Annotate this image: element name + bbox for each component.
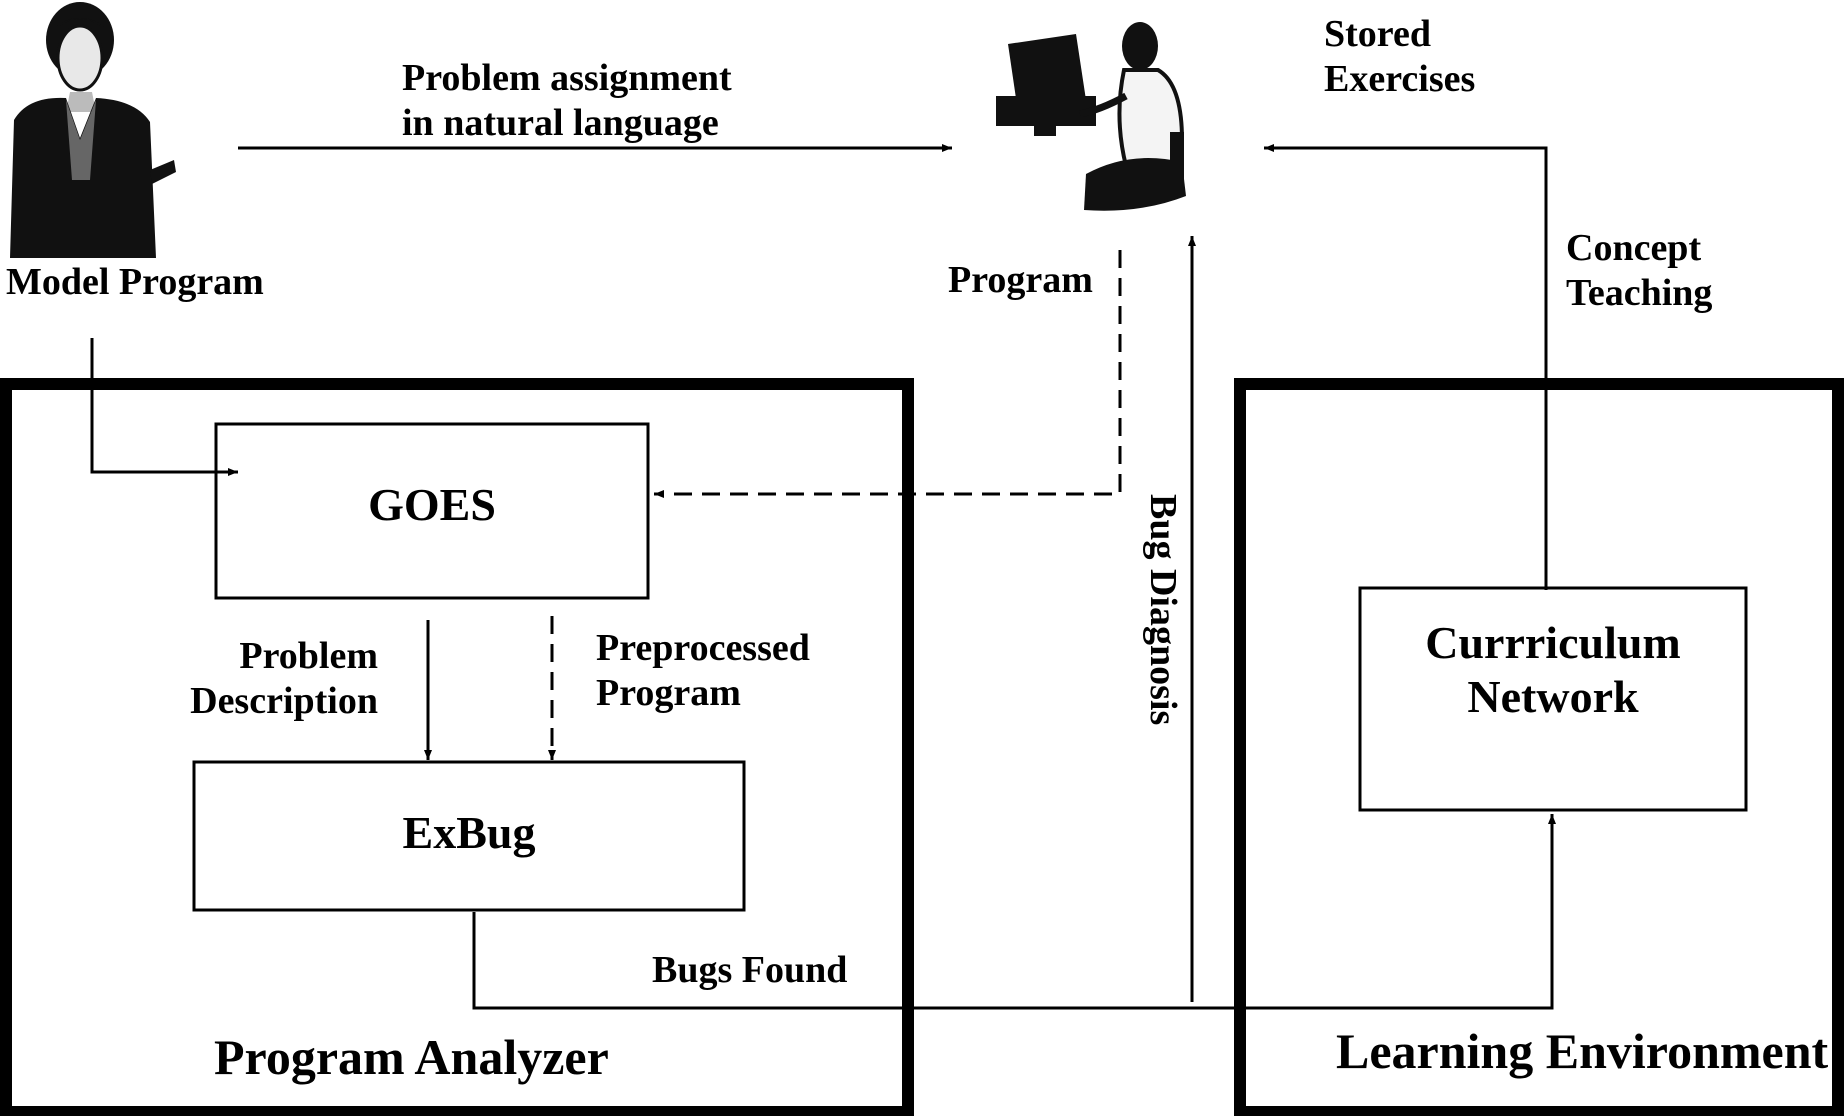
model-program-arrow xyxy=(90,338,238,476)
bugs-found-label: Bugs Found xyxy=(652,949,848,991)
learning-environment-label: Learning Environment xyxy=(1336,1023,1829,1079)
program-analyzer-container xyxy=(0,378,914,1116)
exbug-box xyxy=(192,760,746,912)
learning-environment-container xyxy=(1234,378,1844,1116)
model-program-label: Model Program xyxy=(6,261,264,303)
student-computer-icon xyxy=(996,22,1186,211)
preprocessed-program-label: Preprocessed Program xyxy=(596,627,810,714)
bug-diagnosis-label: Bug Diagnosis xyxy=(1141,494,1184,726)
program-analyzer-label: Program Analyzer xyxy=(214,1029,609,1085)
teacher-icon xyxy=(10,2,176,258)
exbug-label: ExBug xyxy=(402,807,536,858)
problem-description-label: Problem Description xyxy=(190,635,378,722)
stored-exercises-arrow xyxy=(1264,144,1548,590)
goes-box xyxy=(214,422,650,600)
program-label: Program xyxy=(948,259,1093,301)
goes-label: GOES xyxy=(368,479,496,530)
stored-exercises-label: Stored Exercises xyxy=(1324,13,1476,100)
bugs-found-arrow xyxy=(472,814,1556,1010)
assignment-label: Problem assignment in natural language xyxy=(402,57,732,144)
curriculum-network-label: Currriculum Network xyxy=(1425,617,1681,723)
concept-teaching-label: Concept Teaching xyxy=(1566,227,1713,314)
curriculum-network-box xyxy=(1358,586,1748,812)
